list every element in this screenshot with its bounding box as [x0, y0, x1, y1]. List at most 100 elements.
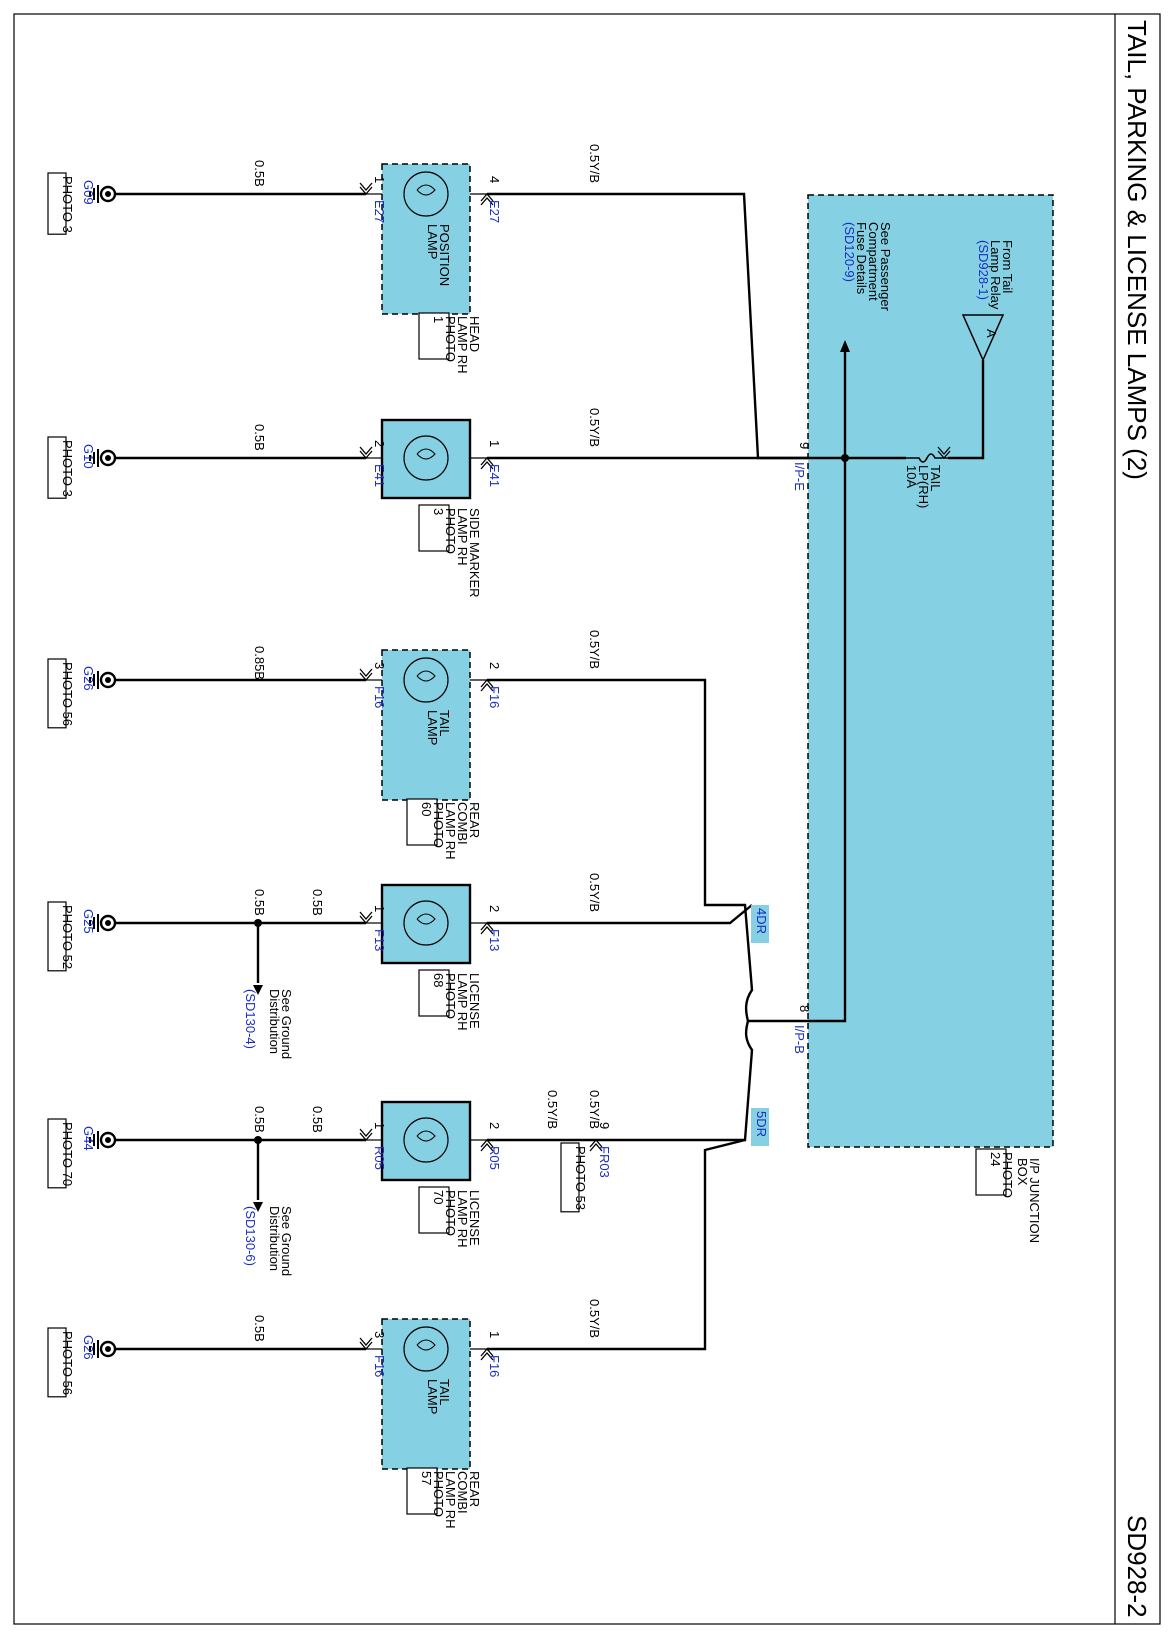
wire-label-hot: 0.5Y/B [587, 873, 602, 912]
component-name: LAMP [425, 1379, 440, 1414]
ground-icon [89, 671, 117, 689]
photo-label: PHOTO 3 [60, 440, 75, 497]
ground-photo: PHOTO 3 [47, 436, 75, 499]
photo-label: PHOTO [443, 973, 458, 1019]
ground-photo: PHOTO 70 [47, 1118, 75, 1189]
pin-out: 4 [487, 176, 502, 183]
photo-box-frame [47, 1118, 67, 1189]
fuse-rating: 10A [904, 465, 919, 488]
location-name: COMBI [455, 802, 470, 845]
splice-label-text: 4DR [754, 908, 769, 934]
mid-photo: PHOTO 53 [560, 1142, 588, 1213]
filament-icon [416, 1130, 436, 1142]
see-fuse-label: Fuse Details [854, 222, 869, 295]
see-fuse-label: See Passenger [878, 222, 893, 312]
connector-chevron [937, 446, 951, 455]
connector-chevron [480, 1139, 494, 1148]
connector-in: F13 [372, 929, 387, 951]
photo-label: PHOTO 56 [60, 662, 75, 726]
arrow-down-icon [253, 1202, 263, 1212]
junction-box-name: BOX [1015, 1158, 1030, 1186]
bulb-icon [403, 900, 449, 946]
pin-out: 2 [487, 1122, 502, 1129]
component-name: POSITION [437, 224, 452, 286]
photo-label: PHOTO [431, 802, 446, 848]
pin-in: 2 [372, 440, 387, 447]
from-tail-label: Lamp Relay [988, 240, 1003, 310]
photo-label: PHOTO [443, 508, 458, 554]
fuse-icon [906, 453, 948, 463]
connector-chevron [359, 182, 373, 191]
ground-photo: PHOTO 3 [47, 172, 75, 235]
connector-chevron [480, 683, 494, 692]
component-name: LAMP [425, 710, 440, 745]
connector-chevron [480, 679, 494, 688]
wire-label-ground: 0.5B [252, 1106, 267, 1133]
see-fuse-label: Compartment [866, 222, 881, 301]
wire-label-hot: 0.5Y/B [587, 630, 602, 669]
junction-box-name: I/P JUNCTION [1027, 1158, 1042, 1243]
wire-label-hot-2: 0.5Y/B [545, 1090, 560, 1129]
from-tail-label: From Tail [1000, 240, 1015, 293]
location-name: LAMP RH [443, 802, 458, 860]
photo-box-frame [418, 969, 450, 1017]
location-name: LICENSE [467, 1190, 482, 1246]
see-ground-label: Distribution [267, 989, 282, 1054]
filament-icon [416, 184, 436, 196]
page-frame [13, 13, 1161, 1625]
wire-ipe-to-position-lamp [487, 192, 808, 460]
ground-icon [89, 449, 117, 467]
wire-label-hot: 0.5Y/B [587, 144, 602, 183]
connector-out: E41 [487, 464, 502, 487]
photo-label: PHOTO 3 [60, 176, 75, 233]
pin-in: 3 [372, 1331, 387, 1338]
conn-ipe: I/P-E [792, 462, 807, 491]
photo-box-frame [406, 798, 438, 846]
connector-chevron [359, 668, 373, 677]
ground-photo: PHOTO 56 [47, 1327, 75, 1398]
connector-chevron [359, 1128, 373, 1137]
photo-label: 68 [431, 973, 446, 987]
mid-pin: 9 [597, 1122, 612, 1129]
wire-4dr-to-tail-lamp [487, 678, 808, 1023]
ground-id: G09 [81, 180, 96, 205]
photo-box-frame [418, 1186, 450, 1234]
photo-box-frame [47, 172, 67, 235]
pin-out: 2 [487, 905, 502, 912]
connector-triangle-icon [961, 314, 1005, 362]
connector-in: E41 [372, 464, 387, 487]
lamp-box [380, 1100, 472, 1182]
photo-label: 57 [419, 1471, 434, 1485]
photo-label: 3 [431, 508, 446, 515]
bulb-icon [403, 1117, 449, 1163]
pin-in: 3 [372, 662, 387, 669]
see-ground-label: See Ground [279, 1206, 294, 1276]
photo-label: PHOTO [443, 316, 458, 362]
page-title: TAIL, PARKING & LICENSE LAMPS (2) [1122, 20, 1152, 480]
ground-icon [89, 1340, 117, 1358]
connector-out: E27 [487, 200, 502, 223]
location-name: LAMP RH [455, 508, 470, 566]
location-name: REAR [467, 1471, 482, 1507]
filament-icon [416, 1339, 436, 1351]
location-name: REAR [467, 802, 482, 838]
pin-out: 1 [487, 1331, 502, 1338]
component-name: TAIL [437, 1379, 452, 1406]
see-ground-ref: (SD130-6) [243, 1206, 258, 1266]
wire-label-ground: 0.5B [252, 160, 267, 187]
bulb-icon [403, 171, 449, 217]
ground-terminal-dot-icon [105, 455, 111, 461]
connector-in: F16 [372, 686, 387, 708]
connector-chevron [359, 446, 373, 455]
wires [487, 192, 985, 1351]
